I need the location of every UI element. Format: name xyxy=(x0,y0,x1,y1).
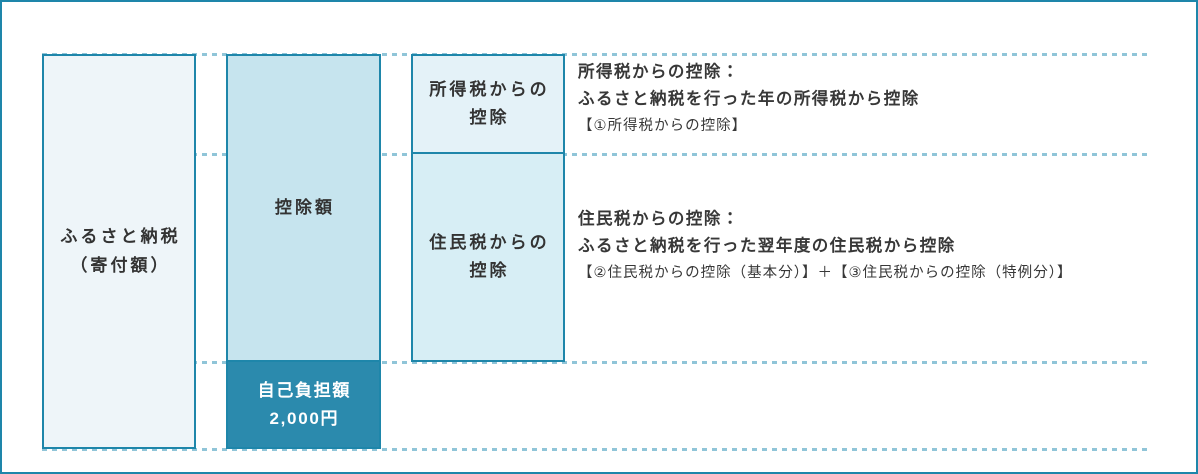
income-tax-note-heading: 所得税からの控除： xyxy=(578,63,740,81)
dashed-connector-deduction-bottom xyxy=(42,361,1150,364)
dashed-connector-top xyxy=(42,53,1150,56)
deduction-amount-label: 控除額 xyxy=(274,197,336,217)
income-tax-deduction-box: 所得税からの 控除 xyxy=(411,54,565,154)
donation-amount-label-line1: ふるさと納税 xyxy=(60,227,181,247)
resident-tax-note-formula: 【②住民税からの控除（基本分）】＋【③住民税からの控除（特例分）】 xyxy=(578,265,1073,281)
income-tax-note-formula: 【①所得税からの控除】 xyxy=(578,118,748,134)
self-burden-label-line2: 2,000円 xyxy=(269,408,340,428)
donation-amount-box: ふるさと納税 （寄付額） xyxy=(42,54,196,449)
deduction-amount-box: 控除額 xyxy=(226,54,381,362)
resident-tax-note: 住民税からの控除： ふるさと納税を行った翌年度の住民税から控除 【②住民税からの… xyxy=(578,206,1188,286)
self-burden-box: 自己負担額 2,000円 xyxy=(226,360,381,449)
resident-tax-note-heading: 住民税からの控除： xyxy=(578,210,740,228)
self-burden-label-line1: 自己負担額 xyxy=(257,381,352,401)
resident-tax-note-body: ふるさと納税を行った翌年度の住民税から控除 xyxy=(578,237,956,255)
resident-tax-deduction-label-line2: 控除 xyxy=(469,261,510,280)
income-tax-deduction-label-line1: 所得税からの xyxy=(429,79,550,99)
income-tax-deduction-label-line2: 控除 xyxy=(469,108,510,127)
dashed-connector-income-tax-bottom xyxy=(42,153,1150,156)
income-tax-note: 所得税からの控除： ふるさと納税を行った年の所得税から控除 【①所得税からの控除… xyxy=(578,59,1188,139)
resident-tax-deduction-label-line1: 住民税からの xyxy=(429,232,550,252)
donation-amount-label-line2: （寄付額） xyxy=(70,255,171,275)
resident-tax-deduction-box: 住民税からの 控除 xyxy=(411,152,565,362)
dashed-connector-bottom xyxy=(42,448,1150,451)
income-tax-note-body: ふるさと納税を行った年の所得税から控除 xyxy=(578,90,920,108)
